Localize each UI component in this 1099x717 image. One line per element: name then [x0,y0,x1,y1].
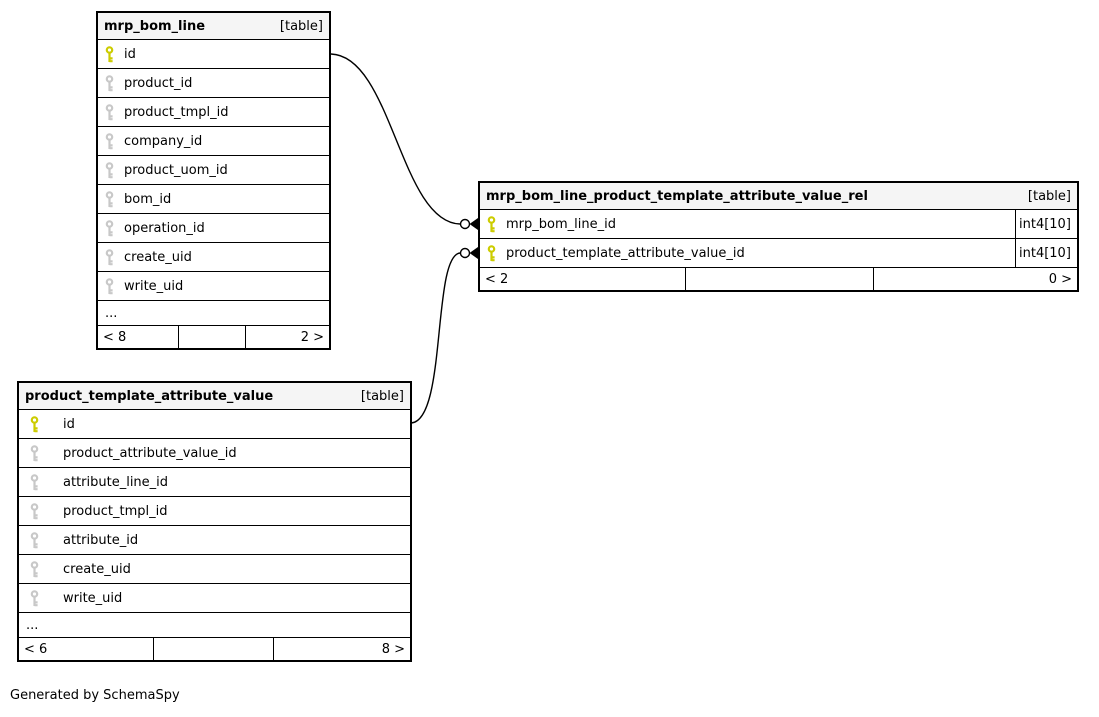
column-name: write_uid [63,590,123,606]
column-name: product_tmpl_id [63,503,168,519]
primary-key-icon [487,215,496,232]
parents-count: < 6 [24,641,48,657]
column-name: id [124,46,136,62]
column-name: attribute_line_id [63,474,169,490]
column-row: product_id [98,68,329,97]
column-name: mrp_bom_line_id [506,216,616,232]
foreign-key-icon [105,132,114,149]
table-header-mrp-bom-line[interactable]: mrp_bom_line [table] [98,13,329,39]
column-name: bom_id [124,191,172,207]
column-row: operation_id [98,213,329,242]
foreign-key-icon [105,161,114,178]
column-row: company_id [98,126,329,155]
foreign-key-icon [105,103,114,120]
table-footer: < 6 8 > [19,637,410,660]
table-footer: < 8 2 > [98,325,329,348]
foreign-key-icon [105,248,114,265]
children-count: 0 > [872,268,1077,290]
footer-spacer [152,638,273,660]
column-row: product_template_attribute_value_id int4… [480,238,1077,267]
column-name: product_id [124,75,193,91]
relationship-edge-mrp-bom-line [330,53,461,225]
table-node-mrp-bom-line-product-template-attribute-value-rel: mrp_bom_line_product_template_attribute_… [478,181,1079,292]
column-name: id [63,416,75,432]
foreign-key-icon [30,531,39,548]
zero-or-many-endpoint [459,218,478,230]
children-count: 2 > [245,326,329,348]
table-node-mrp-bom-line: mrp_bom_line [table] id product_id produ… [96,11,331,350]
table-header-product-template-attribute-value[interactable]: product_template_attribute_value [table] [19,383,410,409]
table-name: mrp_bom_line_product_template_attribute_… [486,188,868,204]
column-row: id [98,39,329,68]
parents-count: < 2 [485,271,509,287]
column-row: attribute_id [19,525,410,554]
relationship-edge-product-template-attribute-value [410,252,461,424]
parents-count: < 8 [103,329,127,345]
column-name: company_id [124,133,203,149]
generated-by-note: Generated by SchemaSpy [10,688,180,703]
children-count: 8 > [273,638,410,660]
foreign-key-icon [30,473,39,490]
foreign-key-icon [105,74,114,91]
column-name: product_tmpl_id [124,104,229,120]
zero-or-many-endpoint [459,247,478,259]
footer-spacer [684,268,873,290]
column-name: create_uid [124,249,192,265]
table-name: mrp_bom_line [104,18,206,34]
column-row: product_attribute_value_id [19,438,410,467]
table-badge: [table] [360,388,404,404]
column-row: attribute_line_id [19,467,410,496]
foreign-key-icon [105,277,114,294]
more-columns-ellipsis: ... [98,300,329,325]
foreign-key-icon [105,190,114,207]
column-name: product_attribute_value_id [63,445,237,461]
column-name: write_uid [124,278,184,294]
primary-key-icon [30,415,39,432]
footer-spacer [178,326,245,348]
more-columns-ellipsis: ... [19,612,410,637]
table-name: product_template_attribute_value [25,388,274,404]
foreign-key-icon [105,219,114,236]
column-name: product_uom_id [124,162,228,178]
column-row: id [19,409,410,438]
table-badge: [table] [279,18,323,34]
column-row: write_uid [19,583,410,612]
column-name: attribute_id [63,532,139,548]
column-row: product_uom_id [98,155,329,184]
foreign-key-icon [30,502,39,519]
column-row: create_uid [98,242,329,271]
column-row: write_uid [98,271,329,300]
column-name: create_uid [63,561,131,577]
table-header-rel[interactable]: mrp_bom_line_product_template_attribute_… [480,183,1077,209]
column-row: create_uid [19,554,410,583]
table-node-product-template-attribute-value: product_template_attribute_value [table]… [17,381,412,662]
table-footer: < 2 0 > [480,267,1077,290]
column-row: mrp_bom_line_id int4[10] [480,209,1077,238]
column-row: bom_id [98,184,329,213]
column-type: int4[10] [1015,210,1077,238]
column-type: int4[10] [1015,239,1077,267]
foreign-key-icon [30,444,39,461]
foreign-key-icon [30,560,39,577]
column-row: product_tmpl_id [19,496,410,525]
column-name: operation_id [124,220,205,236]
primary-key-icon [105,45,114,62]
primary-key-icon [487,244,496,261]
column-row: product_tmpl_id [98,97,329,126]
foreign-key-icon [30,589,39,606]
table-badge: [table] [1027,188,1071,204]
column-name: product_template_attribute_value_id [506,245,745,261]
